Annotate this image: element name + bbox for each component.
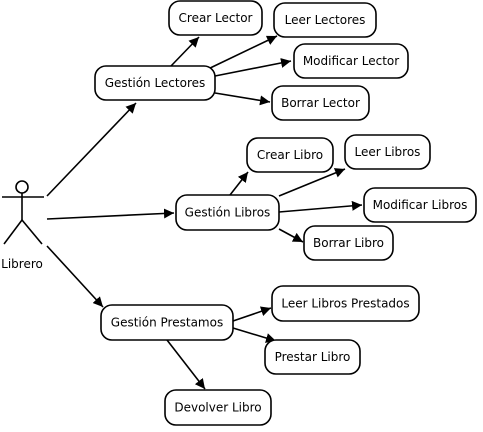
use-case-crear-libro: Crear Libro — [246, 137, 334, 173]
use-case-modificar-lector: Modificar Lector — [293, 43, 409, 79]
use-case-prestar-libro: Prestar Libro — [264, 339, 361, 375]
use-case-leer-libros-prestados: Leer Libros Prestados — [271, 285, 420, 322]
use-case-borrar-libro: Borrar Libro — [303, 225, 394, 261]
edges — [46, 35, 363, 390]
edge-gestion-lectores-to-crear-lector — [170, 36, 200, 67]
use-case-box — [246, 137, 334, 173]
use-case-box — [264, 339, 361, 375]
use-case-label: Leer Libros Prestados — [281, 297, 409, 311]
use-case-box — [303, 225, 394, 261]
use-case-label: Gestión Libros — [185, 206, 271, 220]
edge-gestion-lectores-to-borrar-lector — [214, 92, 271, 106]
use-case-box — [363, 187, 477, 223]
arrow-prestar-libro — [232, 327, 277, 343]
use-case-box — [94, 65, 216, 101]
use-case-gestion-lectores: Gestión Lectores — [94, 65, 216, 101]
use-case-leer-libros: Leer Libros — [344, 134, 431, 170]
use-case-label: Prestar Libro — [275, 350, 351, 364]
edge-actor-to-gestion-prestamos — [46, 245, 104, 308]
use-case-label: Crear Libro — [257, 148, 323, 162]
arrow-gestion-prestamos — [46, 245, 104, 308]
use-case-label: Leer Lectores — [285, 13, 366, 27]
use-case-crear-lector: Crear Lector — [168, 0, 263, 36]
arrow-crear-libro — [229, 171, 249, 196]
arrow-borrar-libro — [278, 228, 304, 243]
nodes: Gestión Lectores Crear Lector Leer Lectore… — [94, 0, 477, 426]
use-case-box — [271, 285, 420, 322]
arrow-leer-libros — [278, 168, 346, 197]
use-case-box — [293, 43, 409, 79]
use-case-label: Leer Libros — [355, 145, 421, 159]
arrow-gestion-lectores — [46, 102, 137, 197]
use-case-label: Devolver Libro — [174, 401, 261, 415]
arrow-modificar-libros — [278, 200, 363, 213]
arrow-modificar-lector — [214, 58, 292, 77]
use-case-label: Modificar Lector — [303, 54, 399, 68]
edge-gestion-prestamos-to-prestar-libro — [232, 327, 277, 343]
edge-gestion-libros-to-leer-libros — [278, 168, 346, 197]
use-case-box — [273, 2, 377, 38]
edge-gestion-prestamos-to-devolver-libro — [166, 339, 206, 390]
use-case-gestion-libros: Gestión Libros — [175, 194, 280, 231]
actor-label: Librero — [1, 257, 43, 271]
actor-librero: Librero — [1, 180, 44, 271]
edge-gestion-lectores-to-leer-lectores — [205, 35, 278, 71]
use-case-label: Crear Lector — [179, 11, 253, 25]
arrow-leer-lectores — [205, 35, 278, 71]
use-case-gestion-prestamos: Gestión Prestamos — [100, 304, 234, 341]
use-case-modificar-libros: Modificar Libros — [363, 187, 477, 223]
use-case-devolver-libro: Devolver Libro — [164, 389, 272, 426]
use-case-borrar-lector: Borrar Lector — [271, 85, 370, 121]
use-case-leer-lectores: Leer Lectores — [273, 2, 377, 38]
arrow-crear-lector — [170, 36, 200, 67]
edge-actor-to-gestion-libros — [46, 208, 175, 220]
actor-head-icon — [15, 180, 29, 194]
actor-right-leg — [21, 219, 43, 245]
use-case-box — [168, 0, 263, 36]
arrow-gestion-libros — [46, 208, 175, 220]
arrow-leer-libros-prestados — [232, 306, 272, 322]
arrow-borrar-lector — [214, 92, 271, 106]
edge-gestion-libros-to-modificar-libros — [278, 200, 363, 213]
edge-gestion-libros-to-borrar-libro — [278, 228, 304, 243]
use-case-box — [271, 85, 370, 121]
arrow-devolver-libro — [166, 339, 206, 390]
use-case-box — [164, 389, 272, 426]
use-case-label: Gestión Lectores — [105, 76, 206, 90]
edge-actor-to-gestion-lectores — [46, 102, 137, 197]
use-case-box — [175, 194, 280, 231]
use-case-label: Gestión Prestamos — [111, 316, 223, 330]
actor-left-leg — [3, 219, 23, 245]
edge-gestion-libros-to-crear-libro — [229, 171, 249, 196]
use-case-label: Borrar Lector — [281, 96, 360, 110]
use-case-label: Modificar Libros — [373, 198, 468, 212]
use-case-label: Borrar Libro — [313, 236, 384, 250]
edge-gestion-prestamos-to-leer-libros-prestados — [232, 306, 272, 322]
edge-gestion-lectores-to-modificar-lector — [214, 58, 292, 77]
use-case-box — [344, 134, 431, 170]
use-case-box — [100, 304, 234, 341]
